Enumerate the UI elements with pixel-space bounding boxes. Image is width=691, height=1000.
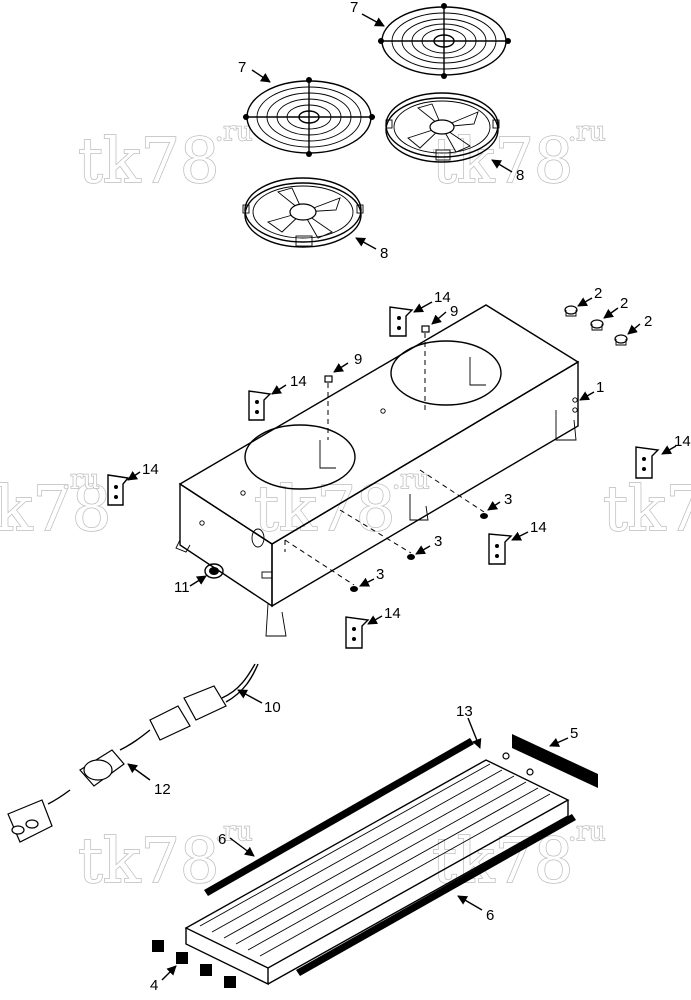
callout-6-upper: 6	[218, 831, 226, 848]
callout-3-lower: 3	[376, 566, 384, 583]
fan-guard-left	[243, 77, 375, 157]
callout-3-middle: 3	[434, 533, 442, 550]
callout-9-mid: 9	[354, 351, 362, 368]
svg-text:.ru: .ru	[215, 117, 252, 147]
nut-3-b	[407, 554, 415, 560]
svg-text:.ru: .ru	[568, 117, 605, 147]
seal-strip-6-a	[204, 738, 474, 896]
callout-1: 1	[596, 379, 604, 396]
bracket-14-e	[488, 533, 513, 565]
screw-9-b	[324, 375, 333, 383]
wire-harness	[7, 663, 259, 843]
fan-assembly-right	[385, 92, 500, 163]
watermark-top-left: tk78 .ru	[77, 116, 253, 198]
svg-text:tk78: tk78	[78, 824, 219, 897]
nut-3-a	[480, 513, 488, 519]
screw-2-c	[614, 334, 628, 346]
callout-5: 5	[570, 725, 578, 742]
callout-2-c: 2	[644, 313, 652, 330]
watermark-top-right: tk78 .ru	[431, 116, 606, 198]
svg-text:tk78: tk78	[603, 472, 691, 545]
watermark-mid-left: tk78 .ru	[0, 464, 112, 546]
callout-3-right: 3	[504, 491, 512, 508]
callout-12: 12	[154, 781, 171, 798]
fan-housing-frame	[175, 304, 580, 637]
callout-4: 4	[150, 977, 158, 994]
grommet-part	[204, 563, 224, 579]
insulator-4	[152, 940, 236, 988]
callout-13: 13	[456, 703, 473, 720]
watermark-mid-right: tk78	[602, 471, 691, 546]
assembly-guide-lines	[284, 333, 485, 586]
callout-14-bottom: 14	[384, 605, 401, 622]
callout-14-lower-right: 14	[530, 519, 547, 536]
callout-labels: 7 7 8 8 14 9 2 2 2 9 14 1 14 14 3 14 3 1…	[142, 0, 691, 994]
callout-6-lower: 6	[486, 907, 494, 924]
fan-guard-right	[378, 3, 511, 79]
screw-2-a	[564, 305, 578, 317]
bracket-14-f	[345, 616, 370, 649]
callout-14-top: 14	[434, 289, 451, 306]
callout-8-right: 8	[516, 167, 524, 184]
svg-text:.ru: .ru	[62, 465, 99, 495]
callout-2-b: 2	[620, 295, 628, 312]
screw-2-b	[590, 319, 604, 331]
callout-9-top: 9	[450, 303, 458, 320]
callout-10: 10	[264, 699, 281, 716]
condenser-coil	[184, 752, 570, 986]
seal-strip-6-b	[296, 814, 576, 976]
leader-arrows	[127, 13, 677, 981]
insulator-5	[512, 734, 598, 788]
callout-14-far-right: 14	[674, 433, 691, 450]
bracket-14-b	[248, 390, 272, 421]
watermark-bottom-left: tk78 .ru	[77, 816, 253, 898]
nut-3-c	[350, 586, 358, 592]
svg-text:.ru: .ru	[215, 817, 252, 847]
callout-14-far-left: 14	[142, 461, 159, 478]
callout-2-a: 2	[594, 285, 602, 302]
svg-text:.ru: .ru	[568, 817, 605, 847]
callout-11: 11	[174, 579, 190, 596]
screw-9-a	[421, 325, 430, 333]
callout-7-top: 7	[350, 0, 358, 16]
watermark-mid-center: tk78 .ru	[253, 464, 430, 546]
bracket-14-d	[635, 446, 660, 479]
callout-8-left: 8	[380, 245, 388, 262]
fan-assembly-left	[242, 177, 364, 248]
bracket-14-a	[389, 306, 414, 337]
callout-14-mid-left: 14	[290, 373, 307, 390]
svg-text:tk78: tk78	[0, 472, 111, 545]
svg-text:tk78: tk78	[78, 124, 219, 197]
bracket-14-c	[107, 474, 130, 506]
callout-7-left: 7	[238, 59, 246, 76]
